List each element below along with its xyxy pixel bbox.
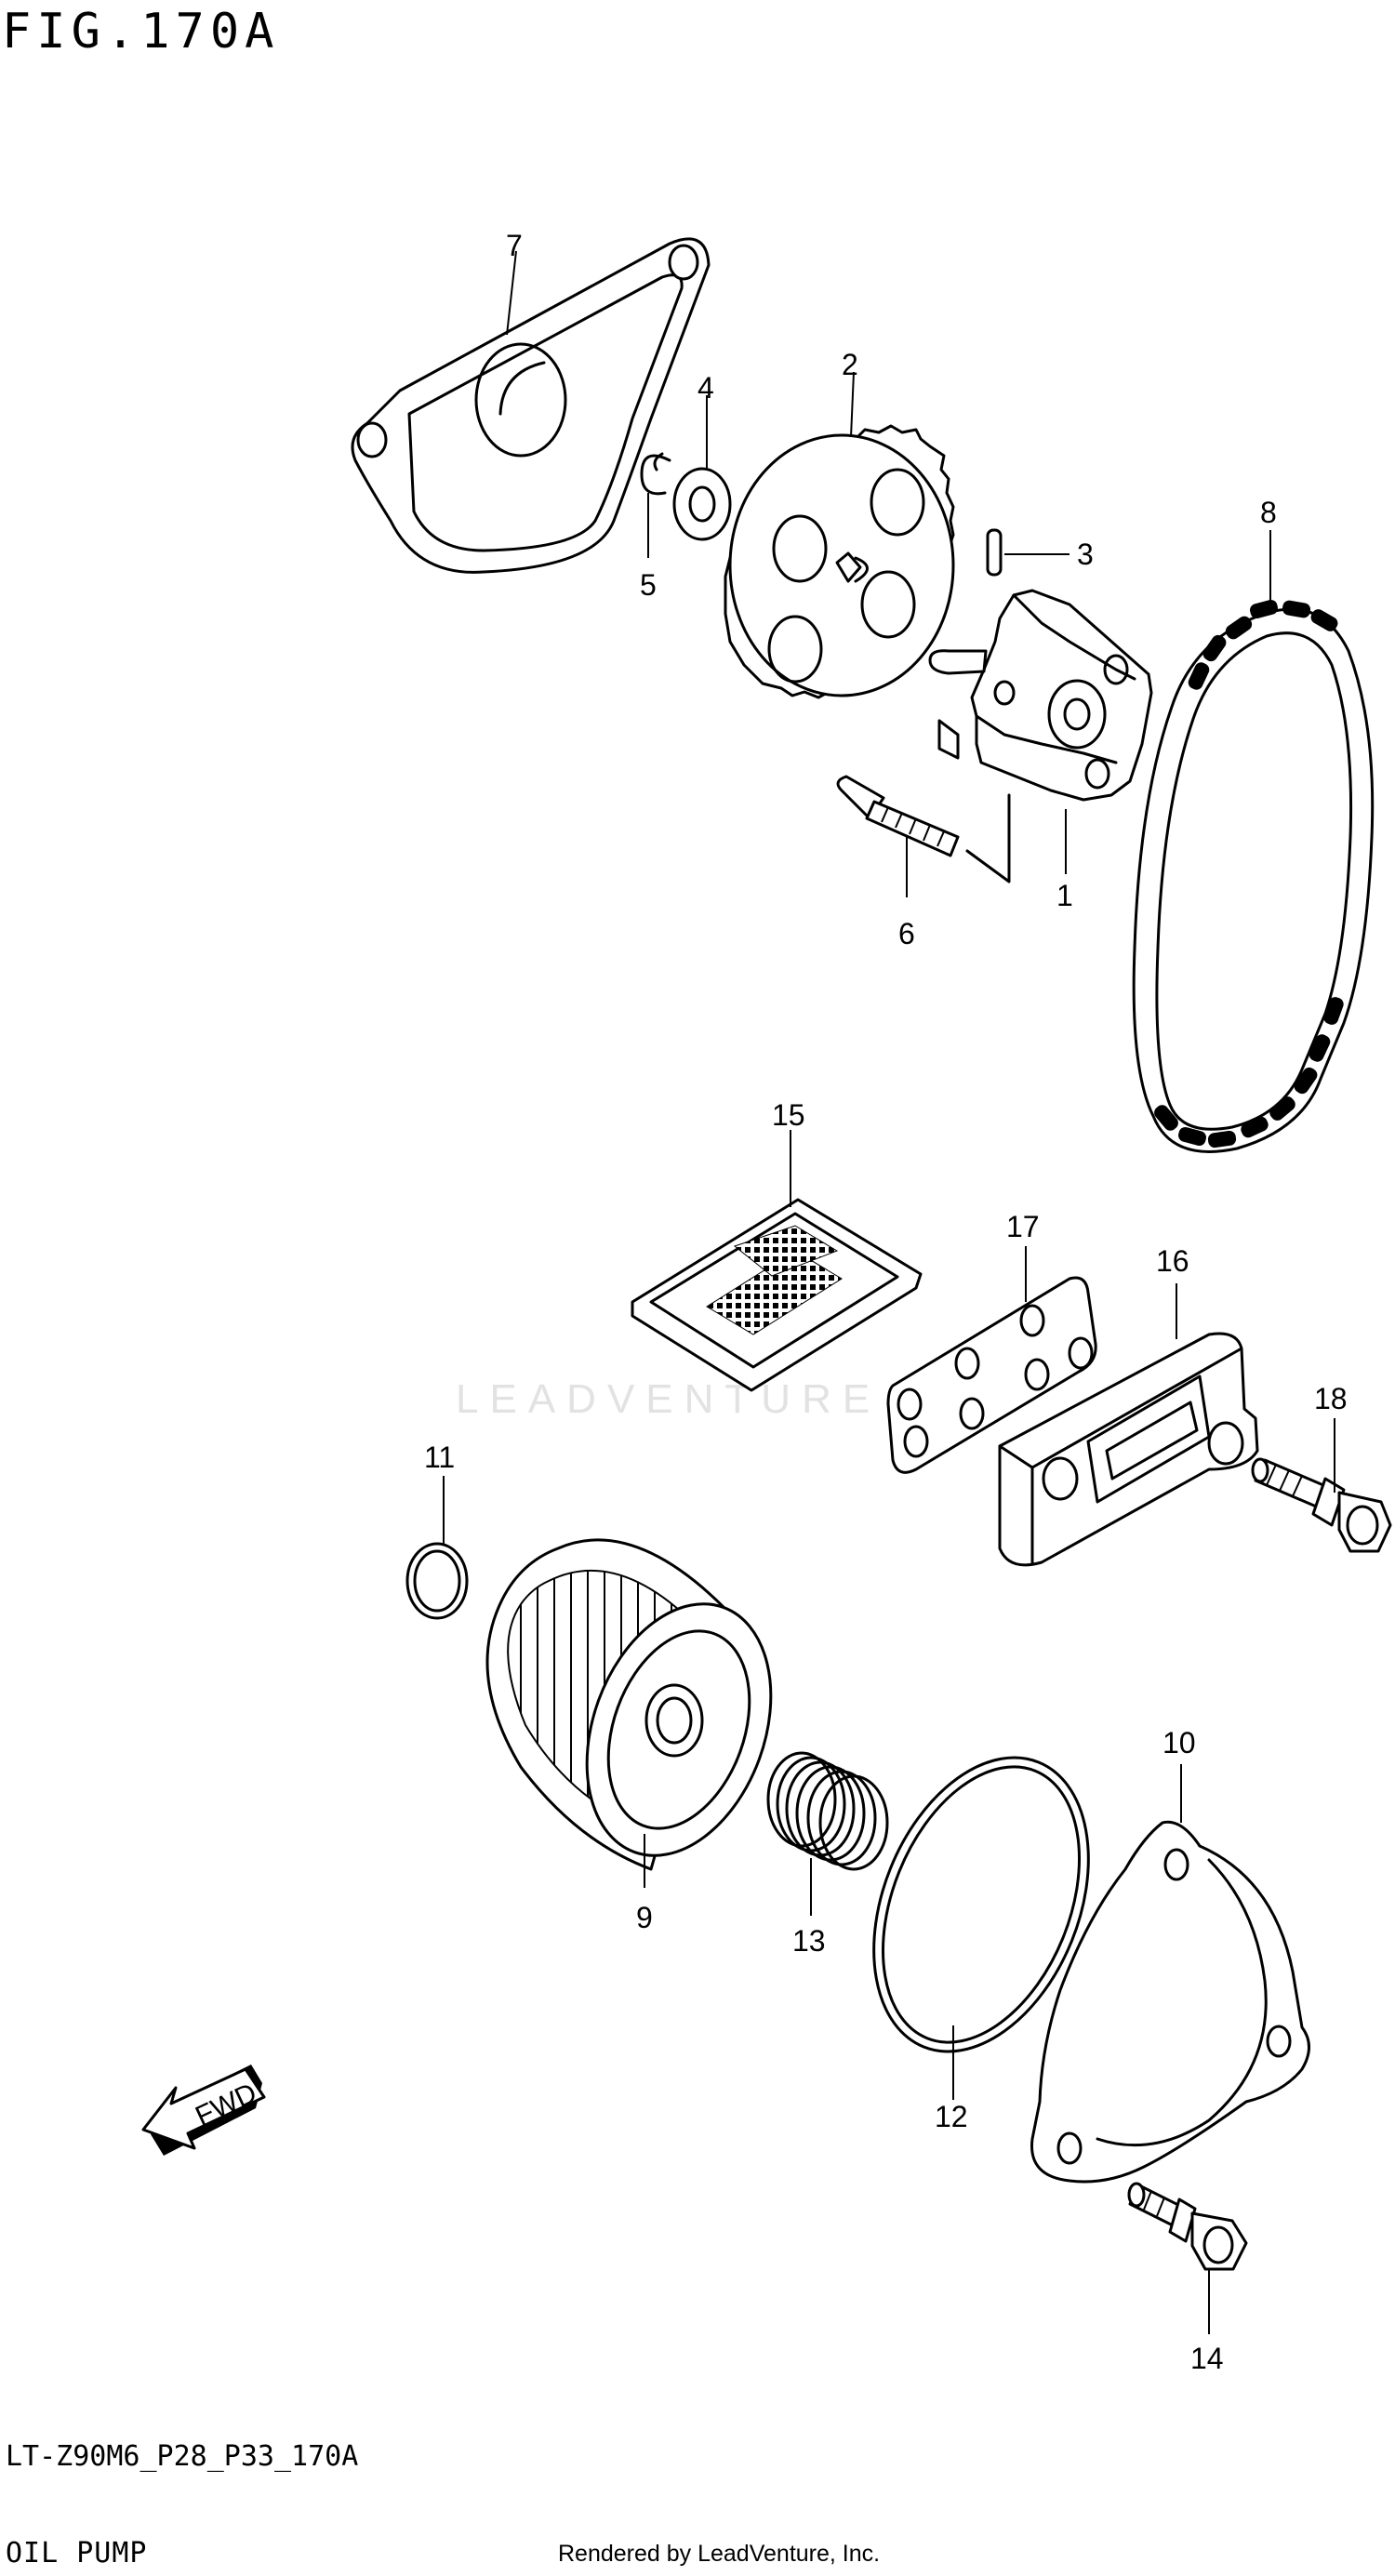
callout-4: 4: [698, 371, 714, 405]
part-13-spring: [766, 1751, 889, 1871]
callout-15: 15: [772, 1098, 805, 1132]
part-12-o-ring-large: [872, 1756, 1090, 2053]
callout-9: 9: [636, 1901, 653, 1934]
watermark: LEADVENTURE: [456, 1376, 882, 1422]
callouts: 7 2 4 3 5 8 6 1 15 17 16 18 11 10 9 13 1…: [424, 229, 1348, 2375]
part-5-circlip: [640, 452, 671, 496]
callout-5: 5: [640, 568, 657, 602]
callout-8: 8: [1260, 496, 1277, 529]
figure-title: FIG.170A: [2, 4, 280, 60]
part-17-gasket: [886, 1276, 1097, 1474]
part-2-gear: [724, 424, 955, 699]
fwd-arrow-icon: [141, 2065, 266, 2156]
figure-subtitle: OIL PUMP: [6, 2537, 148, 2569]
callout-2: 2: [842, 348, 858, 381]
part-15-strainer: [631, 1198, 923, 1392]
part-10-filter-cap: [1030, 1820, 1310, 2184]
callout-13: 13: [792, 1924, 826, 1958]
part-7-cover: [351, 237, 711, 574]
callout-16: 16: [1156, 1244, 1189, 1278]
part-3-pin: [986, 528, 1003, 577]
part-18-bolt: [1251, 1457, 1392, 1553]
leader-lines: [443, 250, 1335, 2334]
callout-7: 7: [506, 229, 523, 262]
callout-3: 3: [1077, 538, 1094, 571]
part-6-screw: [836, 775, 960, 857]
part-9-oil-filter: [485, 1538, 773, 1871]
callout-18: 18: [1314, 1382, 1348, 1415]
figure-code: LT-Z90M6_P28_P33_170A: [6, 2440, 359, 2473]
part-11-o-ring: [405, 1542, 469, 1620]
part-1-pump-body: [928, 589, 1153, 802]
callout-11: 11: [424, 1441, 455, 1474]
callout-6: 6: [898, 917, 915, 950]
part-16-plate: [998, 1332, 1259, 1567]
callout-10: 10: [1162, 1726, 1196, 1759]
part-14-bolt: [1127, 2182, 1248, 2271]
callout-14: 14: [1190, 2342, 1224, 2375]
callout-12: 12: [935, 2100, 968, 2133]
callout-1: 1: [1056, 879, 1073, 912]
callout-17: 17: [1006, 1210, 1040, 1243]
render-credit: Rendered by LeadVenture, Inc.: [558, 2541, 881, 2567]
leader-6-1: [965, 793, 1011, 883]
part-4-washer: [672, 467, 732, 541]
part-8-chain: [1132, 599, 1375, 1153]
